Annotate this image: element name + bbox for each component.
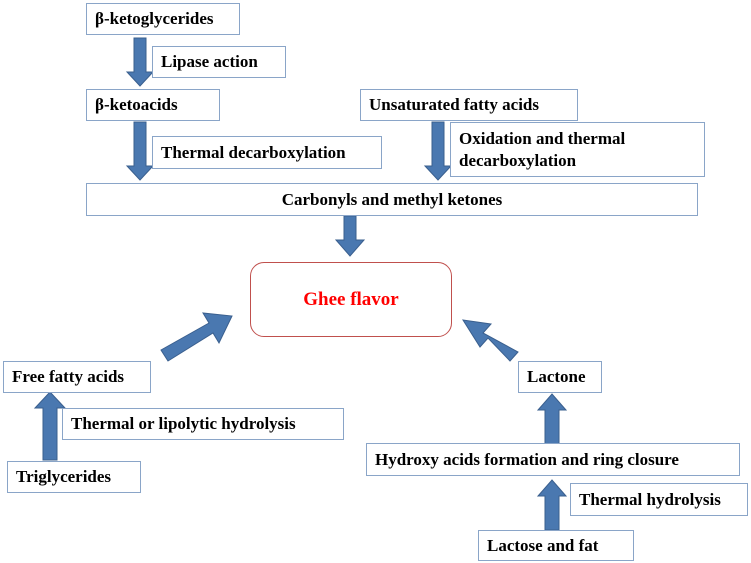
box-ghee-flavor: Ghee flavor bbox=[250, 262, 452, 337]
label-lactone: Lactone bbox=[527, 367, 586, 387]
label-beta-ketoacids: β-ketoacids bbox=[95, 95, 178, 115]
label-triglycerides: Triglycerides bbox=[16, 467, 112, 487]
box-thermal-hydrolysis: Thermal hydrolysis bbox=[570, 483, 748, 516]
arrow-down-lipase bbox=[125, 37, 155, 87]
label-carbonyls: Carbonyls and methyl ketones bbox=[281, 189, 503, 209]
arrow-down-to-ghee bbox=[334, 215, 366, 257]
arrow-up-triglycerides bbox=[33, 391, 67, 461]
label-beta-ketoglycerides: β-ketoglycerides bbox=[95, 9, 214, 29]
arrow-down-decarboxylation bbox=[125, 121, 155, 181]
label-hydroxy-acids: Hydroxy acids formation and ring closure bbox=[375, 449, 679, 469]
box-thermal-lipolytic-hydrolysis: Thermal or lipolytic hydrolysis bbox=[62, 408, 344, 440]
label-lipase-action: Lipase action bbox=[161, 52, 258, 72]
box-carbonyls-methyl-ketones: Carbonyls and methyl ketones bbox=[86, 183, 698, 216]
arrow-up-lactose bbox=[536, 479, 568, 531]
label-lactose-fat: Lactose and fat bbox=[487, 535, 599, 555]
box-thermal-decarboxylation: Thermal decarboxylation bbox=[152, 136, 382, 169]
arrow-diag-lactone bbox=[462, 319, 519, 362]
label-ghee-flavor: Ghee flavor bbox=[303, 288, 399, 310]
arrow-diag-free-fatty-acids bbox=[160, 312, 233, 362]
arrow-up-hydroxy bbox=[536, 393, 568, 445]
arrow-down-oxidation bbox=[423, 121, 453, 181]
label-unsaturated-fatty-acids: Unsaturated fatty acids bbox=[369, 95, 539, 115]
label-thermal-hydrolysis: Thermal hydrolysis bbox=[579, 489, 721, 509]
label-oxidation-line1: Oxidation and thermal bbox=[459, 129, 626, 149]
label-oxidation-line2: decarboxylation bbox=[459, 150, 577, 170]
label-thermal-decarboxylation: Thermal decarboxylation bbox=[161, 142, 346, 162]
box-triglycerides: Triglycerides bbox=[7, 461, 141, 493]
box-free-fatty-acids: Free fatty acids bbox=[3, 361, 151, 393]
box-oxidation-decarboxylation: Oxidation and thermal decarboxylation bbox=[450, 122, 705, 177]
label-thermal-lipolytic: Thermal or lipolytic hydrolysis bbox=[71, 414, 296, 434]
box-lactone: Lactone bbox=[518, 361, 602, 393]
box-lipase-action: Lipase action bbox=[152, 46, 286, 78]
label-free-fatty-acids: Free fatty acids bbox=[12, 367, 125, 387]
box-unsaturated-fatty-acids: Unsaturated fatty acids bbox=[360, 89, 578, 121]
box-hydroxy-acids: Hydroxy acids formation and ring closure bbox=[366, 443, 740, 476]
box-beta-ketoacids: β-ketoacids bbox=[86, 89, 220, 121]
box-lactose-fat: Lactose and fat bbox=[478, 530, 634, 561]
box-beta-ketoglycerides: β-ketoglycerides bbox=[86, 3, 240, 35]
